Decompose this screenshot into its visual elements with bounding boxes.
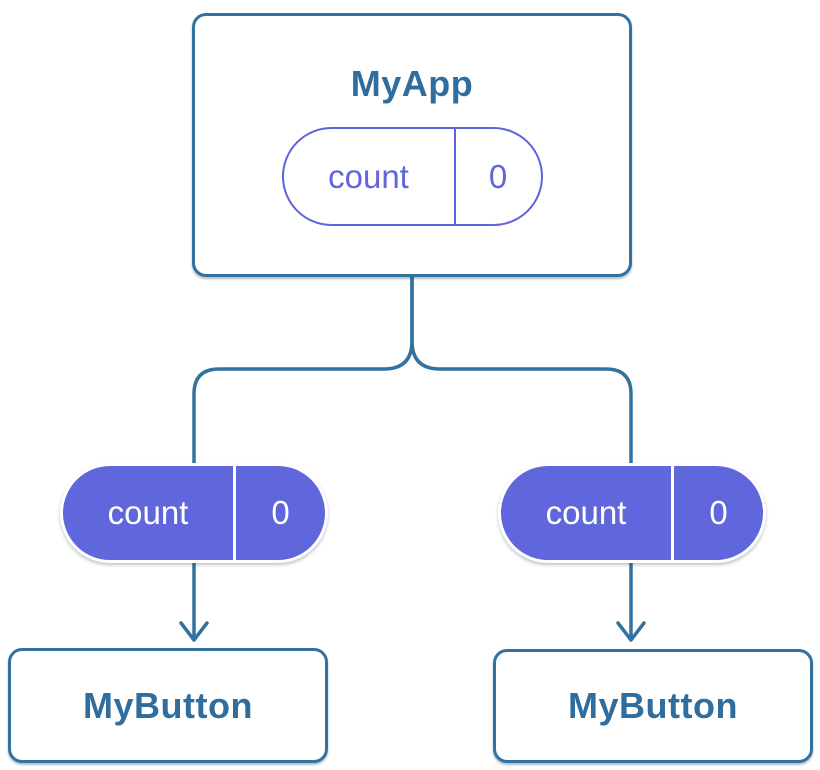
prop-value-left: 0 [271,494,290,531]
pill-divider [453,129,456,224]
root-component-node: MyApp count 0 [192,13,632,277]
prop-pill-right: count 0 [498,463,766,563]
prop-pill-left: count 0 [60,463,328,563]
pill-divider [233,466,236,560]
arrowhead-left-icon [179,621,209,642]
connector-left-branch [192,277,414,637]
prop-value-right: 0 [709,494,728,531]
state-label: count [328,157,409,195]
root-state-pill: count 0 [281,127,543,226]
prop-label-left: count [107,494,189,531]
connector-right-branch [410,277,633,637]
state-value: 0 [488,157,508,195]
root-node-title: MyApp [350,63,474,104]
arrowhead-right-icon [616,621,646,642]
prop-label-right: count [545,494,627,531]
pill-divider [671,466,674,560]
child-node-title-right: MyButton [568,685,738,726]
child-node-title-left: MyButton [83,684,253,726]
child-component-node-left: MyButton [8,648,328,763]
child-component-node-right: MyButton [493,649,813,763]
